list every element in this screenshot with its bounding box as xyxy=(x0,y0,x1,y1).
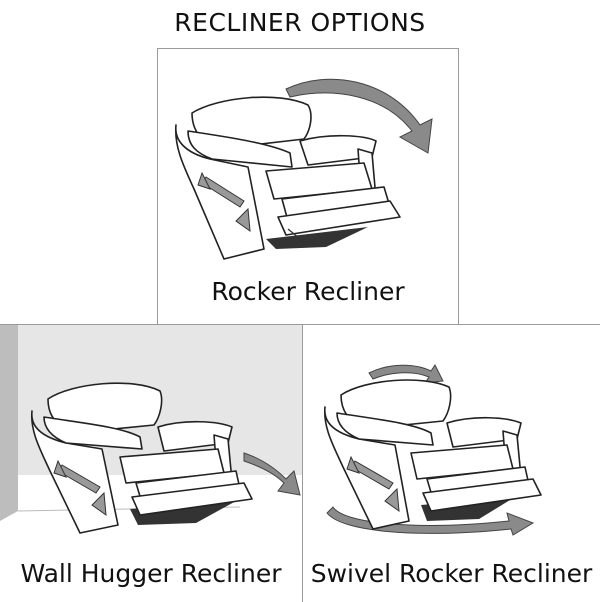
page-title: RECLINER OPTIONS xyxy=(174,8,426,37)
wall-hugger-recliner-illustration xyxy=(30,382,301,534)
rocker-recliner-panel[interactable]: Rocker Recliner xyxy=(157,48,459,325)
swivel-rocker-recliner-label: Swivel Rocker Recliner xyxy=(310,559,593,588)
swivel-rocker-recliner-panel[interactable]: Swivel Rocker Recliner xyxy=(302,324,600,602)
wall-hugger-recliner-label: Wall Hugger Recliner xyxy=(20,559,282,588)
rocker-recliner-illustration xyxy=(174,78,433,260)
rocker-recliner-label: Rocker Recliner xyxy=(211,277,405,306)
swivel-rocker-recliner-illustration xyxy=(323,364,542,536)
wall-hugger-recliner-panel[interactable]: Wall Hugger Recliner xyxy=(0,324,303,602)
